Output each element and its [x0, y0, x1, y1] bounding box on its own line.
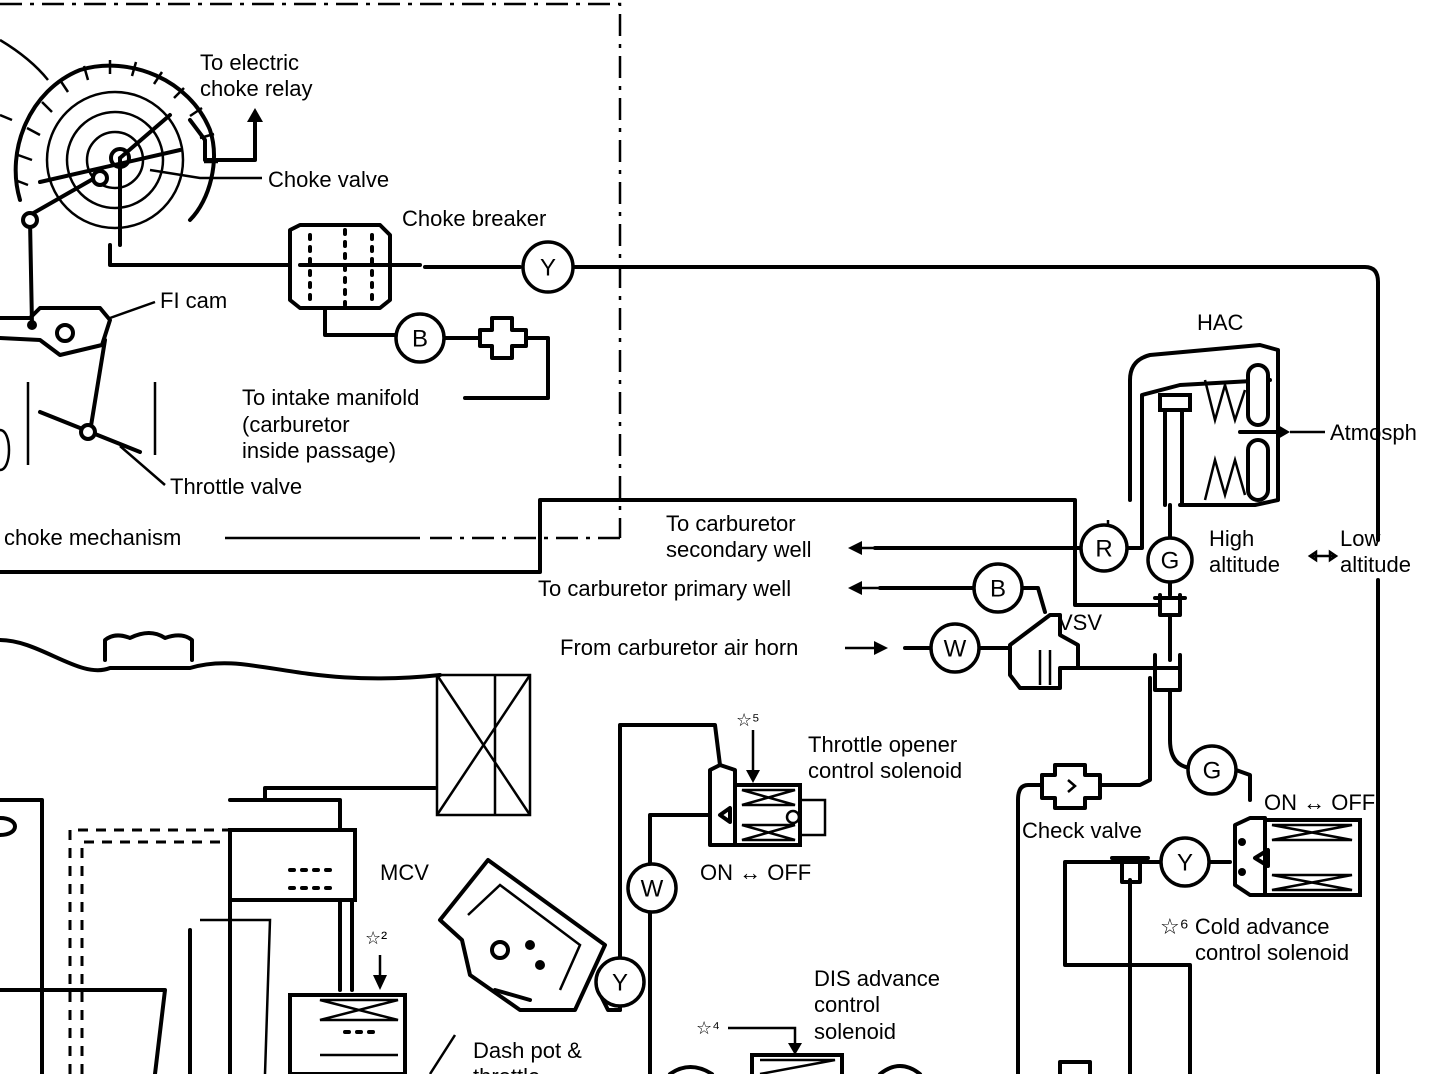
label-on-off-throttle: ON ↔ OFF	[700, 860, 811, 885]
carburetor-boundary	[0, 2, 622, 540]
mcv-solenoid	[288, 955, 457, 1074]
engine-outline	[0, 631, 532, 1074]
label-on-off-cold: ON ↔ OFF	[1264, 790, 1375, 815]
label-throttle-opener: Throttle opener control solenoid	[808, 732, 962, 783]
label-choke-valve: Choke valve	[268, 167, 389, 192]
hose-marker-cold-advance-g: G	[1186, 744, 1238, 796]
label-mcv: MCV	[380, 860, 429, 885]
label-choke-breaker: Choke breaker	[402, 206, 546, 231]
svg-text:altitude: altitude	[1340, 552, 1411, 577]
svg-text:altitude: altitude	[1209, 552, 1280, 577]
cold-advance-solenoid	[1233, 816, 1362, 897]
label-check-valve: Check valve	[1022, 818, 1142, 843]
label-dash-pot: Dash pot & throttle	[473, 1038, 582, 1074]
svg-text:G: G	[1161, 548, 1180, 575]
svg-text:control solenoid: control solenoid	[808, 758, 962, 783]
hose-marker-primary-b: B	[972, 562, 1024, 614]
hoses	[0, 265, 1380, 1074]
choke-breaker	[288, 223, 422, 337]
label-low-altitude: Low altitude	[1340, 526, 1411, 577]
svg-text:W: W	[944, 636, 967, 663]
hose-marker-high-altitude-g: G	[1146, 536, 1194, 584]
label-fi-cam: FI cam	[160, 288, 227, 313]
label-choke-mechanism: choke mechanism	[4, 525, 181, 550]
svg-text:(carburetor: (carburetor	[242, 412, 350, 437]
hose-marker-choke-breaker-y: Y	[521, 240, 575, 294]
svg-text:control solenoid: control solenoid	[1195, 940, 1349, 965]
vsv	[1008, 613, 1107, 690]
label-high-altitude: High altitude	[1209, 526, 1280, 577]
check-valve	[1040, 763, 1102, 810]
svg-text:throttle: throttle	[473, 1064, 540, 1074]
altitude-double-arrow	[1307, 549, 1339, 563]
svg-text:R: R	[1095, 536, 1112, 563]
dis-advance-solenoid	[668, 1026, 1092, 1074]
svg-text:To intake manifold: To intake manifold	[242, 385, 419, 410]
svg-text:B: B	[990, 576, 1006, 603]
label-atmosphere: Atmosph	[1330, 420, 1417, 445]
flow-arrows	[845, 541, 888, 655]
dash-pot	[438, 858, 607, 1012]
svg-text:Throttle opener: Throttle opener	[808, 732, 957, 757]
label-throttle-valve: Throttle valve	[170, 474, 302, 499]
label-primary-well: To carburetor primary well	[538, 576, 791, 601]
label-star2: ☆²	[365, 928, 387, 948]
label-cold-advance: ☆⁶ Cold advance control solenoid	[1160, 914, 1349, 965]
svg-text:B: B	[412, 326, 428, 353]
svg-text:DIS advance: DIS advance	[814, 966, 940, 991]
label-electric-choke-relay: To electric choke relay	[200, 50, 313, 101]
throttle-opener-solenoid	[708, 730, 827, 847]
label-hac: HAC	[1197, 310, 1244, 335]
label-star5: ☆⁵	[736, 710, 760, 730]
svg-text:Y: Y	[612, 970, 628, 997]
label-dis-advance: DIS advance control solenoid	[814, 966, 940, 1044]
svg-text:control: control	[814, 992, 880, 1017]
label-star4: ☆⁴	[696, 1018, 720, 1038]
tee-fittings	[1110, 593, 1187, 884]
hose-marker-air-horn-w: W	[929, 622, 981, 674]
svg-text:Y: Y	[540, 255, 556, 282]
svg-text:Dash pot &: Dash pot &	[473, 1038, 582, 1063]
hose-marker-throttle-opener-w: W	[626, 862, 678, 914]
svg-text:☆⁶ Cold advance: ☆⁶ Cold advance	[1160, 914, 1329, 939]
svg-text:Low: Low	[1340, 526, 1380, 551]
svg-text:W: W	[641, 876, 664, 903]
hose-marker-dash-pot-y: Y	[594, 956, 646, 1008]
hose-marker-intake-b: B	[394, 312, 446, 364]
svg-text:Y: Y	[1177, 850, 1193, 877]
label-air-horn: From carburetor air horn	[560, 635, 798, 660]
fi-cam-throttle	[0, 300, 166, 486]
label-intake-manifold: To intake manifold (carburetor inside pa…	[242, 385, 419, 463]
hac-valve	[1128, 343, 1325, 507]
svg-text:To carburetor: To carburetor	[666, 511, 796, 536]
svg-text:secondary well: secondary well	[666, 537, 812, 562]
intake-fitting	[478, 316, 528, 360]
hose-marker-secondary-r: R	[1079, 523, 1129, 573]
label-secondary-well: To carburetor secondary well	[666, 511, 812, 562]
svg-text:High: High	[1209, 526, 1254, 551]
svg-text:solenoid: solenoid	[814, 1019, 896, 1044]
svg-text:inside passage): inside passage)	[242, 438, 396, 463]
svg-text:G: G	[1203, 758, 1222, 785]
svg-text:To electric: To electric	[200, 50, 299, 75]
hose-marker-cold-advance-y: Y	[1159, 836, 1211, 888]
choke-assembly	[0, 38, 292, 327]
svg-text:choke relay: choke relay	[200, 76, 313, 101]
label-vsv: VSV	[1058, 610, 1102, 635]
